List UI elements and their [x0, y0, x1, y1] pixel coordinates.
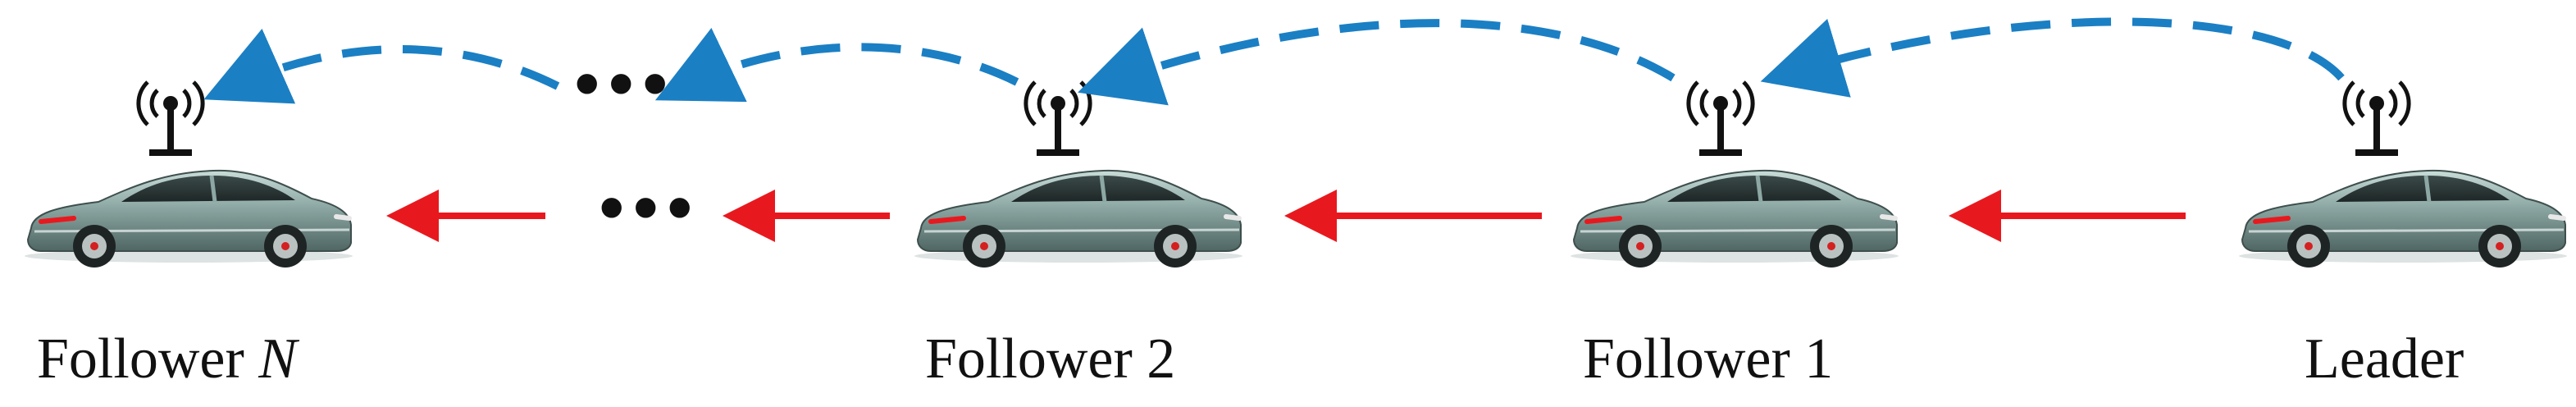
- car-leader: [2239, 171, 2567, 268]
- label-follower-1: Follower 1: [1583, 327, 1833, 391]
- ellipsis-top: •••: [574, 43, 677, 125]
- car-follower-2: [914, 171, 1242, 268]
- wireless-link-arrow: [1078, 19, 1676, 106]
- ellipsis-bottom: •••: [599, 167, 701, 249]
- wireless-link-arrow: [203, 28, 560, 104]
- label-follower-2: Follower 2: [925, 327, 1175, 391]
- antenna-icon: [1689, 82, 1753, 156]
- car-follower-1: [1571, 171, 1899, 268]
- antenna-icon: [139, 82, 203, 156]
- wireless-link-arrow: [654, 27, 1019, 103]
- label-follower-n: Follower N: [37, 327, 299, 391]
- antenna-icon: [2345, 82, 2409, 156]
- antenna-icon: [1026, 82, 1090, 156]
- wireless-link-arrow: [1760, 17, 2345, 98]
- label-leader: Leader: [2305, 327, 2464, 391]
- car-follower-n: [25, 171, 353, 268]
